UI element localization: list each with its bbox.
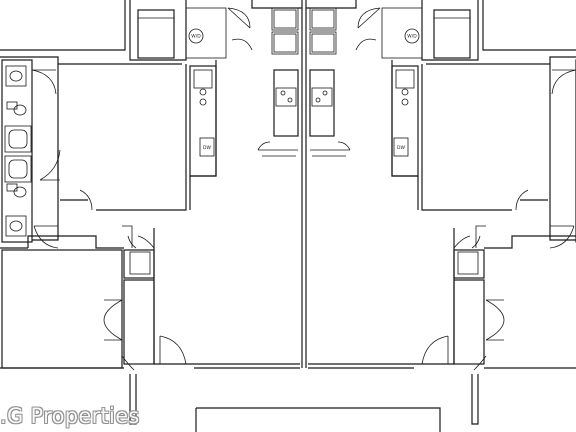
left-closet-door [103, 299, 123, 321]
left-kitchen-counter-2 [273, 69, 299, 137]
left-pantry-shelf-1 [271, 7, 299, 31]
left-bath-door-2 [33, 225, 59, 249]
left-washer-dryer [188, 28, 204, 44]
left-tub-1 [4, 125, 32, 153]
right-washer-dryer [404, 28, 420, 44]
left-bath-door-1 [31, 69, 57, 95]
left-laundry-door [227, 7, 251, 29]
left-unit: W/D [0, 0, 303, 425]
walkway [196, 407, 441, 432]
left-sink-1 [5, 65, 27, 87]
left-laundry-area [185, 7, 227, 59]
left-tub-2 [4, 155, 32, 183]
left-toilet-1-tank [6, 101, 18, 110]
left-closet-2 [123, 279, 155, 365]
right-unit [305, 0, 576, 425]
watermark: .G Properties [0, 404, 140, 428]
left-entry-door [159, 335, 187, 365]
left-bath-column [1, 59, 33, 243]
left-dishwasher [199, 137, 215, 157]
left-toilet-2 [13, 186, 27, 198]
left-utility-closet [137, 9, 175, 59]
left-sink-2 [5, 215, 27, 237]
left-bedroom-wall [60, 64, 187, 211]
left-bedroom-2 [1, 249, 123, 369]
left-toilet-1 [13, 104, 27, 116]
left-pantry-shelf-2 [271, 31, 299, 55]
left-toilet-2-tank [6, 183, 18, 192]
left-washer-dryer-label: W/D [191, 34, 201, 40]
right-washer-dryer-label: W/D [407, 34, 417, 40]
left-dishwasher-label: DW [203, 145, 211, 151]
right-dishwasher-label: DW [397, 145, 405, 151]
